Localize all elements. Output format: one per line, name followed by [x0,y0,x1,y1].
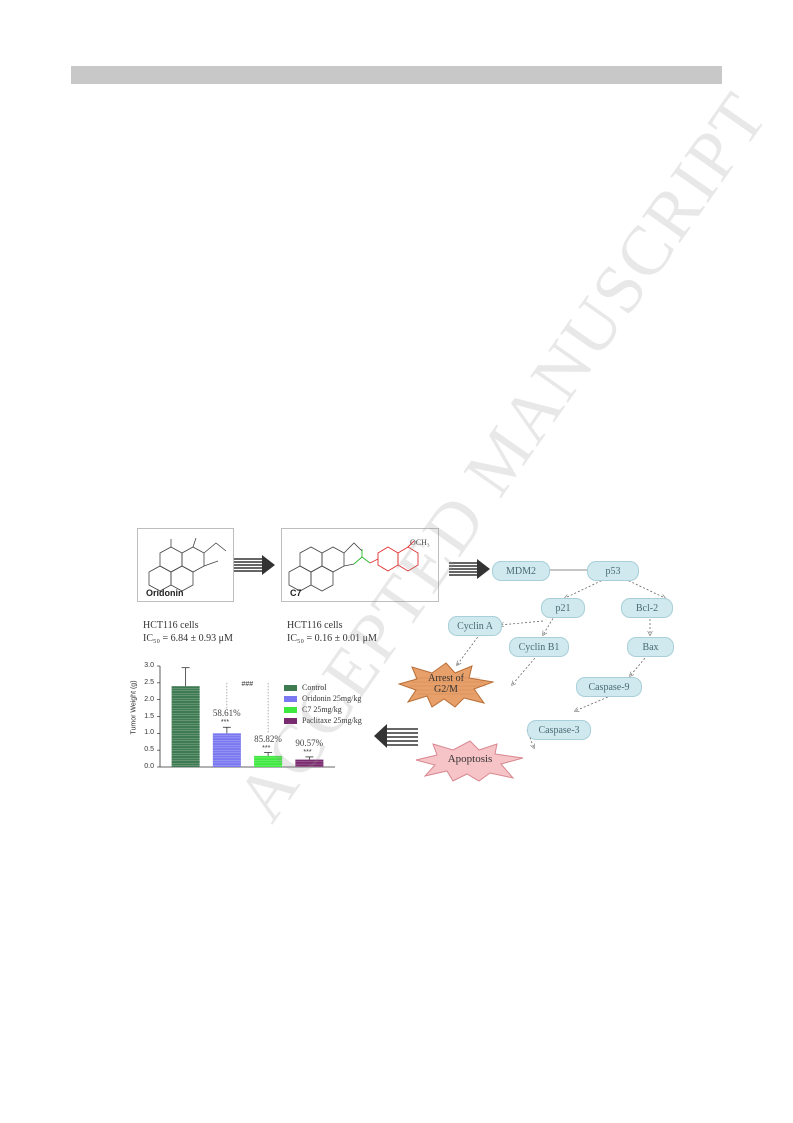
striped-arrow-2-icon [449,559,490,579]
node-caspase-9: Caspase-9 [576,677,642,697]
chart-plot-area [157,665,335,768]
legend-swatch [284,684,297,691]
legend-label: Control [302,683,327,692]
c7-structure-icon [288,540,419,592]
node-caspase-3: Caspase-3 [527,720,591,740]
legend-item: Paclitaxe 25mg/kg [284,715,362,726]
inhibition-label: 58.61% [212,708,241,719]
legend-swatch [284,695,297,702]
c7-name: C7 [290,588,302,598]
oridonin-structure-box: Oridonin [137,528,234,602]
legend-label: Paclitaxe 25mg/kg [302,716,362,725]
apoptosis-label: Apoptosis [447,753,493,765]
apoptosis-star-icon [415,740,524,782]
y-tick-label: 0.0 [144,763,154,770]
c7-substituent-label: OCH₃ [410,538,430,547]
legend-label: Oridonin 25mg/kg [302,694,362,703]
c7-cell-line: HCT116 cells [287,620,343,631]
oridonin-structure-icon [148,537,227,592]
left-striped-arrow-icon [374,724,418,748]
node-cyclin-a: Cyclin A [448,616,502,636]
apoptosis-starburst: Apoptosis [415,740,525,782]
bar-2 [254,755,283,767]
node-mdm2: MDM2 [492,561,550,581]
node-bcl2: Bcl-2 [621,598,673,618]
node-p53: p53 [587,561,639,581]
y-tick-label: 2.5 [144,678,154,686]
y-tick-label: 1.0 [144,729,154,737]
arrest-label: Arrest of G2/M [428,673,464,695]
y-tick-label: 3.0 [144,662,154,669]
inhibition-label: 85.82% [254,733,282,744]
c7-ic50: IC₅₀ = 0.16 ± 0.01 μM [287,633,377,644]
legend-item: Oridonin 25mg/kg [284,693,362,704]
significance-label: *** [262,744,271,752]
node-p21: p21 [541,598,585,618]
significance-label: *** [220,719,230,727]
arrest-starburst: Arrest of G2/M [398,662,494,708]
oridonin-cell-line: HCT116 cells [143,620,199,631]
y-tick-label: 0.5 [144,746,154,754]
node-cyclin-b1: Cyclin B1 [509,637,569,657]
inhibition-label: 90.57% [295,737,324,748]
bar-0 [171,686,200,767]
legend-label: C7 25mg/kg [302,705,342,714]
page-header-bar [71,66,722,84]
striped-arrow-1-icon [234,555,275,575]
comparison-bracket-label: ### [241,680,254,688]
c7-structure-box: C7 OCH₃ [281,528,439,602]
y-tick-label: 2.0 [144,695,154,703]
y-tick-label: 1.5 [144,712,154,720]
arrest-star-icon [398,662,494,708]
legend-item: C7 25mg/kg [284,704,362,715]
node-bax: Bax [627,637,674,657]
significance-label: *** [303,748,312,756]
legend-swatch [284,706,297,713]
bar-3 [295,759,324,767]
oridonin-name: Oridonin [146,588,184,598]
legend-item: Control [284,682,362,693]
legend-swatch [284,717,297,724]
oridonin-ic50: IC₅₀ = 6.84 ± 0.93 μM [143,633,233,644]
